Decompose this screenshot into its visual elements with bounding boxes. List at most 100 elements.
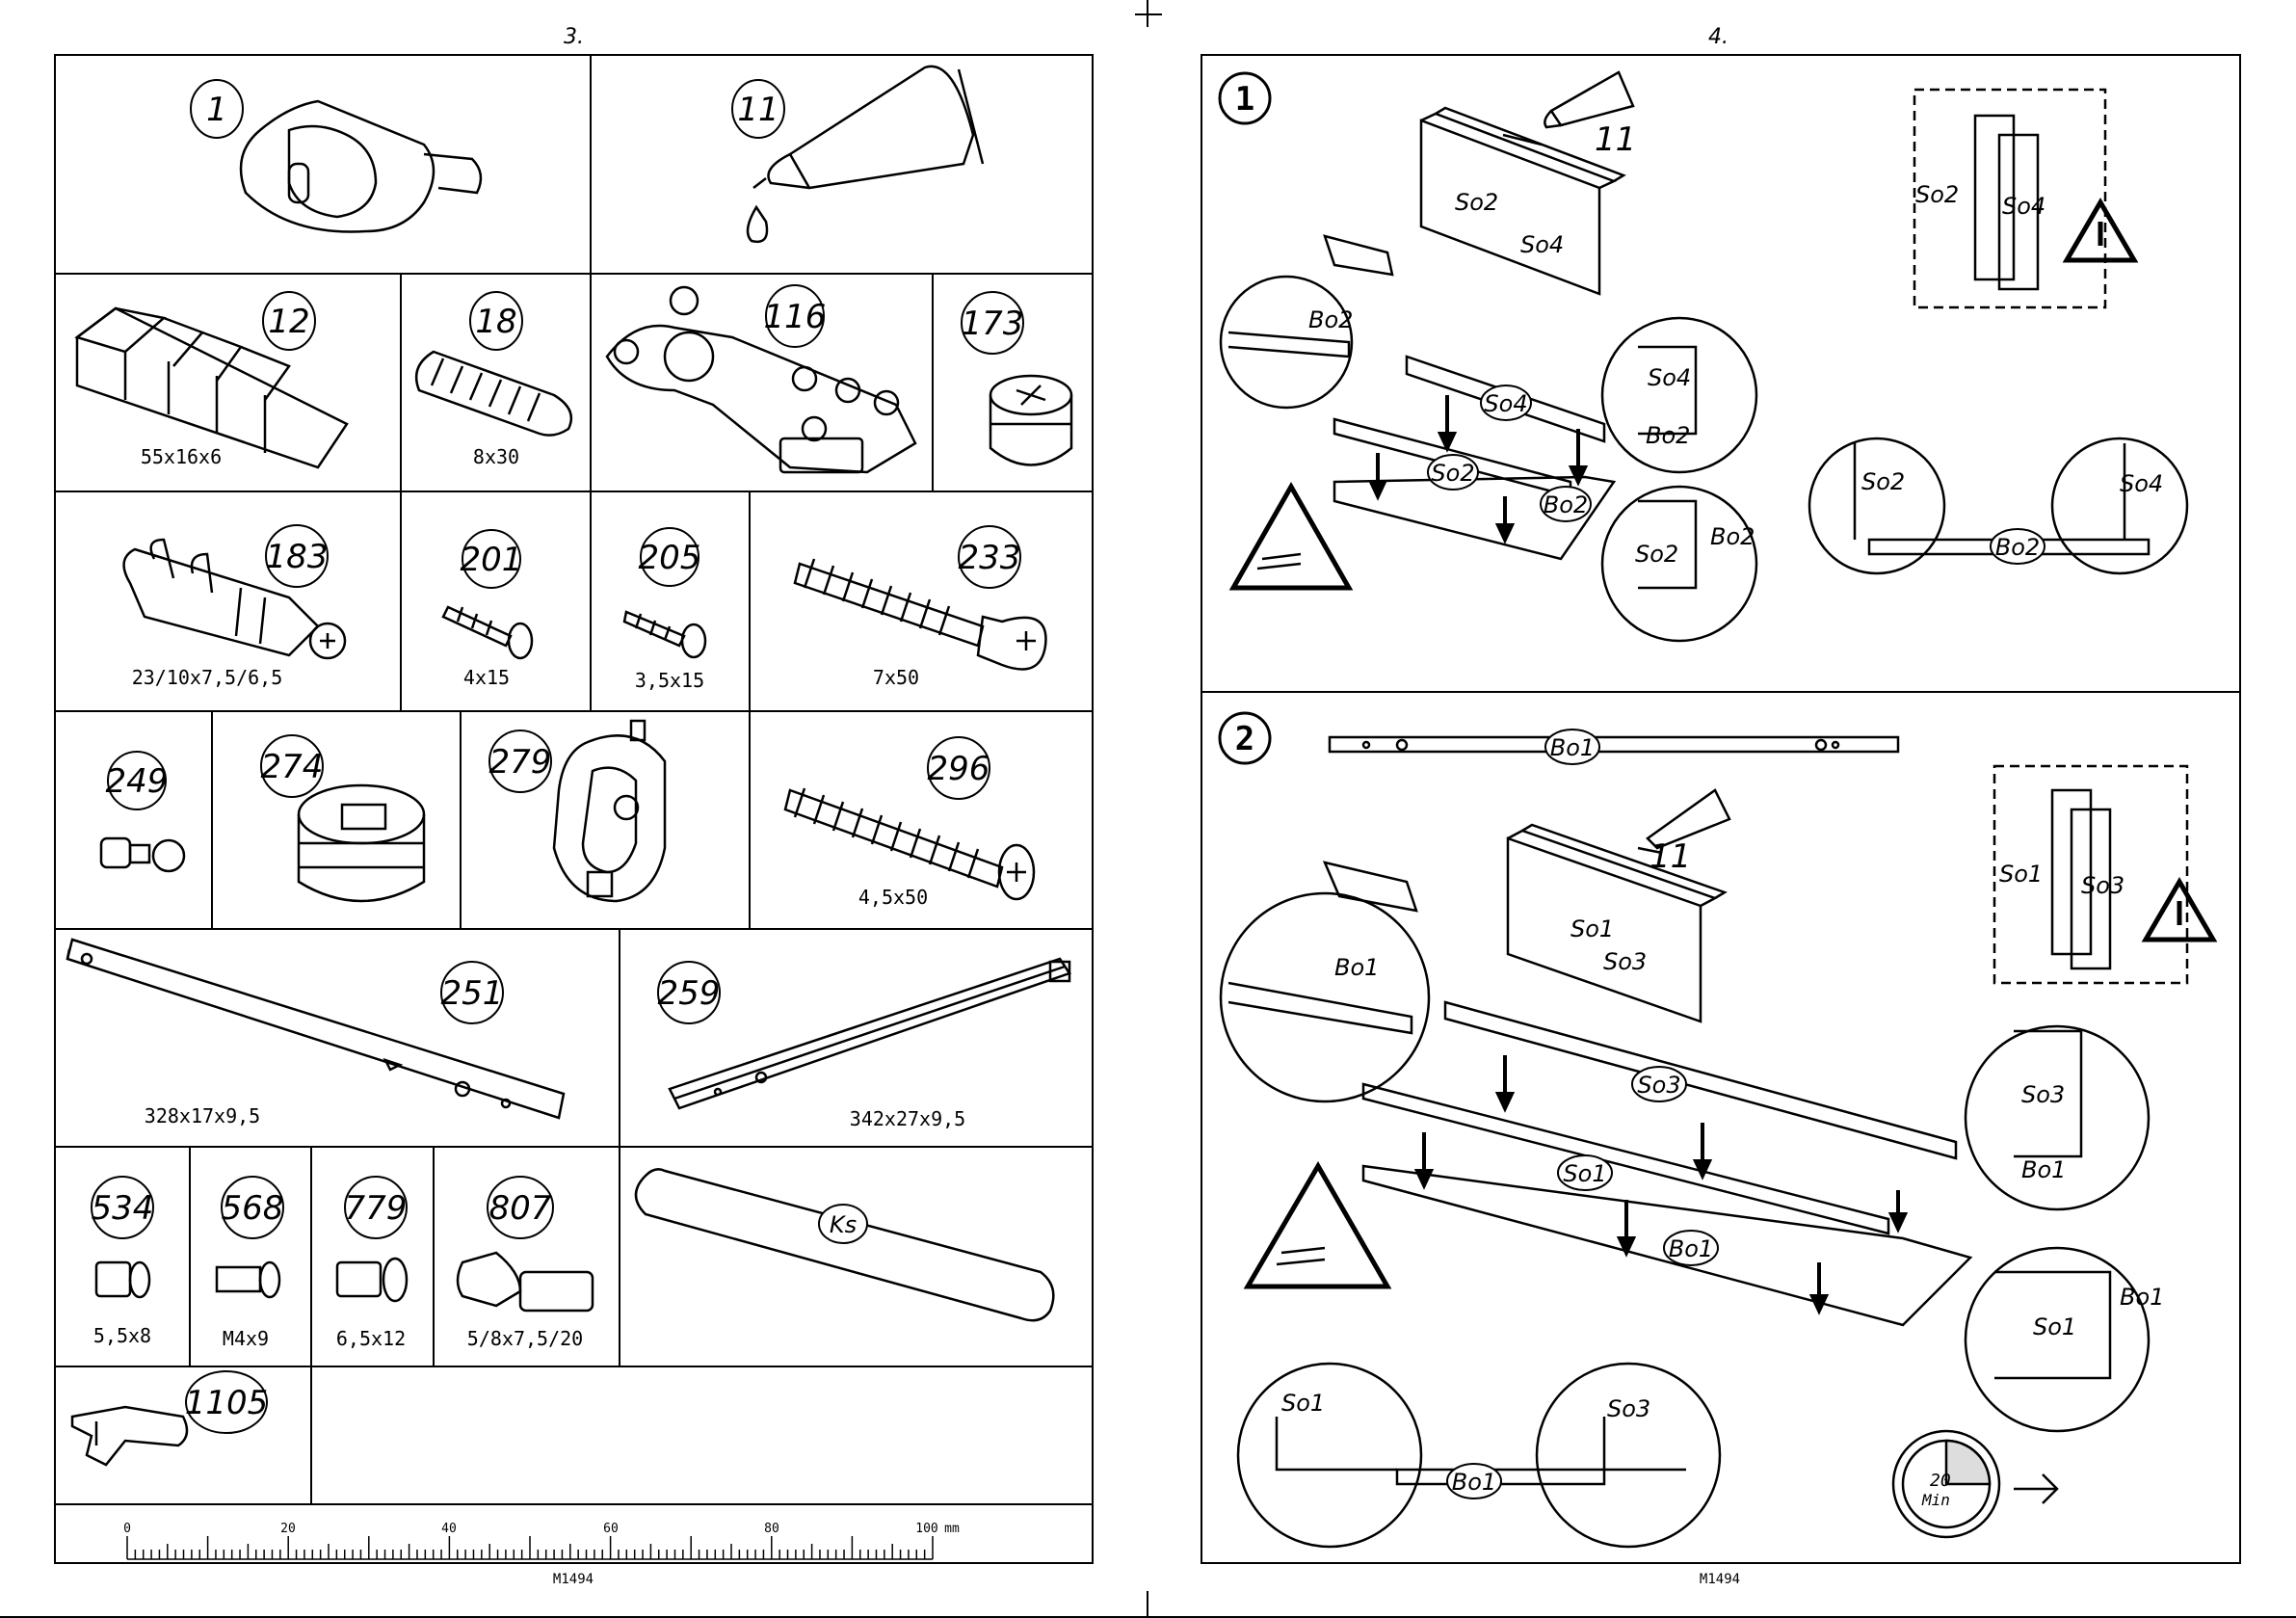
part-number: 251 xyxy=(441,974,504,1013)
part-label: Bo1 xyxy=(1452,1469,1496,1496)
part-label: So1 xyxy=(1570,915,1614,942)
part-label: So4 xyxy=(1648,364,1691,391)
part-dimension: M4x9 xyxy=(223,1327,269,1350)
part-dimension: 6,5x12 xyxy=(336,1327,406,1350)
timer-value: 20 xyxy=(1930,1471,1951,1491)
part-label: So4 xyxy=(1484,390,1527,417)
part-274-cam-housing-drawing xyxy=(297,783,426,903)
part-dimension: 342x27x9,5 xyxy=(850,1107,965,1130)
part-dimension: 5,5x8 xyxy=(93,1324,151,1347)
part-779-screw-drawing xyxy=(335,1257,409,1303)
part-259-drawer-slide-drawing xyxy=(668,957,1071,1110)
part-201-screw-drawing xyxy=(441,605,534,660)
ruler-label: 40 xyxy=(441,1522,457,1536)
step-1-badge xyxy=(1218,71,1272,125)
part-label: Bo1 xyxy=(1669,1235,1713,1262)
part-number: 173 xyxy=(962,305,1024,343)
glue-part-number: 11 xyxy=(1595,120,1636,159)
part-dimension: 5/8x7,5/20 xyxy=(467,1327,583,1350)
part-dimension: 3,5x15 xyxy=(635,669,704,692)
document-code: M1494 xyxy=(1700,1572,1740,1587)
part-dimension: 4,5x50 xyxy=(858,886,928,909)
ruler-label: 20 xyxy=(280,1522,296,1536)
part-205-screw-drawing xyxy=(622,610,707,659)
part-116-hinge-drawing xyxy=(605,285,917,474)
page-number-right: 4. xyxy=(1708,25,1729,49)
part-label: Bo2 xyxy=(1646,422,1690,449)
part-label: So3 xyxy=(1637,1072,1680,1099)
part-number: 205 xyxy=(639,539,701,577)
part-807-pin-drawing xyxy=(456,1251,594,1313)
part-label: Bo2 xyxy=(1995,534,2040,561)
part-number: 249 xyxy=(106,762,169,801)
part-1105-shelf-support-drawing xyxy=(70,1405,189,1467)
part-dimension: 8x30 xyxy=(473,445,519,468)
part-534-screw-drawing xyxy=(94,1260,151,1299)
part-label: So2 xyxy=(1431,460,1474,487)
part-label: Bo2 xyxy=(1710,523,1755,550)
part-label: So4 xyxy=(2120,470,2163,497)
part-label: Bo1 xyxy=(2120,1284,2164,1311)
part-label: So1 xyxy=(2033,1313,2076,1340)
part-number: 779 xyxy=(345,1189,408,1228)
part-number: 183 xyxy=(266,538,329,576)
part-dimension: 328x17x9,5 xyxy=(145,1104,260,1127)
ruler-label: 0 xyxy=(123,1522,131,1536)
part-18-dowel-drawing xyxy=(414,350,573,437)
part-label: Bo1 xyxy=(1334,954,1379,981)
document-code: M1494 xyxy=(553,1572,594,1587)
part-number: 1 xyxy=(206,91,227,129)
part-number: 279 xyxy=(489,743,552,782)
part-296-screw-drawing xyxy=(783,787,1036,901)
crop-mark xyxy=(1147,1591,1148,1618)
part-label: So2 xyxy=(1455,189,1498,216)
part-label: So2 xyxy=(1635,541,1678,568)
part-number: 11 xyxy=(737,91,779,129)
part-number: 534 xyxy=(92,1189,154,1228)
part-dimension: 55x16x6 xyxy=(141,445,222,468)
part-dimension: 7x50 xyxy=(873,666,919,689)
part-number: 274 xyxy=(261,748,324,786)
part-173-cam-drawing xyxy=(989,374,1073,466)
page-number-left: 3. xyxy=(564,25,584,49)
part-12-wedges-drawing xyxy=(74,306,349,469)
part-label: So4 xyxy=(1520,231,1564,258)
measurement-ruler xyxy=(126,1536,934,1560)
part-number: 807 xyxy=(489,1189,552,1228)
crop-mark xyxy=(1135,13,1162,15)
part-label: So1 xyxy=(1563,1160,1606,1187)
part-568-screw-drawing xyxy=(215,1260,281,1299)
part-label: So1 xyxy=(1281,1390,1325,1417)
part-1-bracket-drawing xyxy=(239,99,483,233)
part-label: So4 xyxy=(2002,193,2045,220)
part-label: Bo1 xyxy=(1550,734,1595,761)
part-label: Bo1 xyxy=(2021,1156,2066,1183)
part-11-glue-tube-drawing xyxy=(746,65,985,244)
step-2-number: 2 xyxy=(1235,720,1254,758)
part-label: So2 xyxy=(1915,181,1959,208)
ruler-label: 100 xyxy=(915,1522,937,1536)
part-label: So3 xyxy=(2081,872,2124,899)
part-number: 568 xyxy=(222,1189,284,1228)
part-183-expansion-dowel-drawing xyxy=(122,538,347,660)
part-label: So3 xyxy=(1607,1395,1650,1422)
parts-overview-page: 1 11 12 18 116 173 183 201 205 233 249 2… xyxy=(54,54,1094,1587)
part-dimension: 4x15 xyxy=(463,666,510,689)
ruler-unit: mm xyxy=(944,1522,960,1536)
part-label: So2 xyxy=(1861,468,1905,495)
timer-unit: Min xyxy=(1921,1491,1950,1509)
part-label: So1 xyxy=(1999,861,2043,888)
part-number: 201 xyxy=(461,541,523,579)
part-number: 296 xyxy=(928,750,990,788)
glue-part-number: 11 xyxy=(1649,837,1691,876)
part-249-bolt-drawing xyxy=(99,836,186,873)
ruler-label: 80 xyxy=(764,1522,779,1536)
part-233-screw-drawing xyxy=(793,558,1047,671)
part-number: 233 xyxy=(959,539,1021,577)
crop-mark xyxy=(0,1616,2296,1618)
part-251-rail-drawing xyxy=(66,938,566,1120)
part-number: 1105 xyxy=(185,1384,269,1422)
step-1-number: 1 xyxy=(1235,80,1254,119)
part-number: 116 xyxy=(764,298,827,336)
part-dimension: 23/10x7,5/6,5 xyxy=(132,666,283,689)
